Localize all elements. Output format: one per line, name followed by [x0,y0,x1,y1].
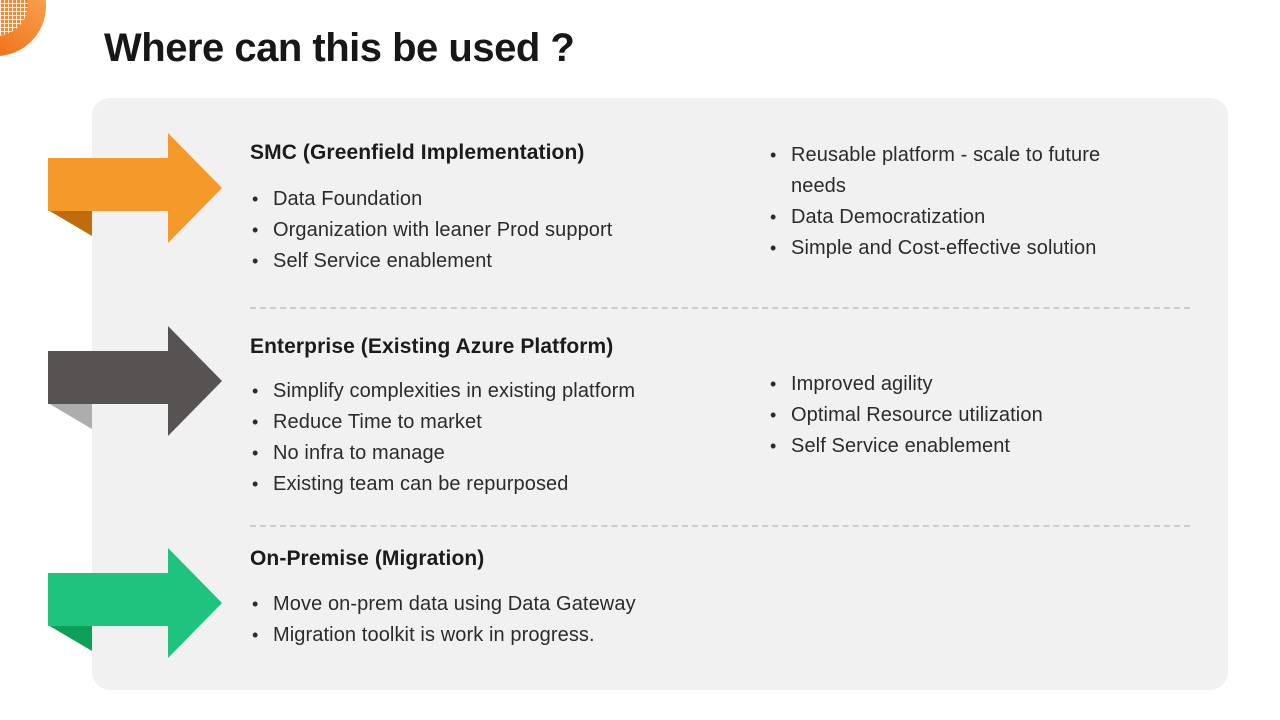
list-item-text: Reduce Time to market [273,411,482,433]
bullet-icon: • [252,412,259,432]
list-item-text: Move on-prem data using Data Gateway [273,593,636,615]
bullet-icon: • [252,443,259,463]
enterprise-right-bullets: • Improved agility • Optimal Resource ut… [768,369,1168,462]
bullet-icon: • [252,625,259,645]
enterprise-arrow-right-icon [48,326,222,436]
list-item: • Improved agility [768,369,1168,400]
list-item: • Move on-prem data using Data Gateway [250,589,740,620]
section-divider [250,525,1190,527]
list-item: • Organization with leaner Prod support [250,215,720,246]
corner-decoration [0,0,52,62]
bullet-icon: • [252,381,259,401]
bullet-icon: • [770,436,777,456]
list-item: • No infra to manage [250,438,730,469]
smc-arrow-fold [48,210,92,236]
bullet-icon: • [252,474,259,494]
section-heading-enterprise: Enterprise (Existing Azure Platform) [250,335,614,358]
bullet-icon: • [770,374,777,394]
smc-right-bullets: • Reusable platform - scale to future ne… [768,140,1153,264]
bullet-icon: • [252,594,259,614]
list-item-text: Migration toolkit is work in progress. [273,624,595,646]
list-item-text: Reusable platform - scale to future need… [791,144,1101,197]
list-item: • Self Service enablement [250,246,720,277]
list-item: • Migration toolkit is work in progress. [250,620,740,651]
bullet-icon: • [252,220,259,240]
section-heading-onpremise: On-Premise (Migration) [250,547,485,570]
list-item: • Simplify complexities in existing plat… [250,376,730,407]
content-panel [92,98,1228,690]
page-title: Where can this be used ? [104,26,575,70]
onpremise-arrow-body [48,548,222,658]
bullet-icon: • [770,207,777,227]
list-item: • Reusable platform - scale to future ne… [768,140,1153,202]
bullet-icon: • [252,251,259,271]
smc-arrow-right-icon [48,133,222,243]
list-item: • Reduce Time to market [250,407,730,438]
bullet-icon: • [770,145,777,165]
bullet-icon: • [770,238,777,258]
list-item-text: Self Service enablement [273,250,493,272]
list-item-text: Data Democratization [791,206,986,228]
bullet-icon: • [770,405,777,425]
onpremise-left-bullets: • Move on-prem data using Data Gateway •… [250,589,740,651]
list-item: • Data Foundation [250,184,720,215]
list-item-text: Simple and Cost-effective solution [791,237,1097,259]
list-item: • Self Service enablement [768,431,1168,462]
list-item-text: Data Foundation [273,188,423,210]
section-divider [250,307,1190,309]
list-item-text: Improved agility [791,373,933,395]
enterprise-arrow-fold [48,403,92,429]
list-item-text: Self Service enablement [791,435,1011,457]
list-item-text: Existing team can be repurposed [273,473,569,495]
smc-left-bullets: • Data Foundation • Organization with le… [250,184,720,277]
list-item: • Existing team can be repurposed [250,469,730,500]
list-item: • Simple and Cost-effective solution [768,233,1153,264]
smc-arrow-body [48,133,222,243]
enterprise-arrow-body [48,326,222,436]
list-item: • Data Democratization [768,202,1153,233]
list-item: • Optimal Resource utilization [768,400,1168,431]
list-item-text: Organization with leaner Prod support [273,219,613,241]
enterprise-left-bullets: • Simplify complexities in existing plat… [250,376,730,500]
list-item-text: Simplify complexities in existing platfo… [273,380,636,402]
onpremise-arrow-fold [48,625,92,651]
list-item-text: No infra to manage [273,442,445,464]
onpremise-arrow-right-icon [48,548,222,658]
section-heading-smc: SMC (Greenfield Implementation) [250,141,585,164]
bullet-icon: • [252,189,259,209]
list-item-text: Optimal Resource utilization [791,404,1043,426]
